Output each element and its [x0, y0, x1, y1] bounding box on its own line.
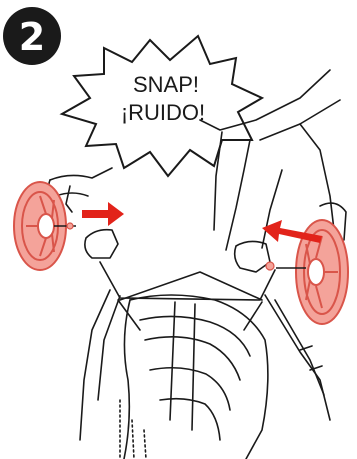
callout-line-2: ¡RUIDO! — [121, 100, 205, 125]
arrow-right-icon — [82, 202, 124, 226]
callout-burst: SNAP! ¡RUIDO! — [62, 36, 262, 176]
left-wheel-icon — [14, 182, 76, 270]
step-number: 2 — [19, 15, 45, 59]
step-badge: 2 — [3, 7, 61, 65]
callout-line-1: SNAP! — [133, 72, 199, 97]
